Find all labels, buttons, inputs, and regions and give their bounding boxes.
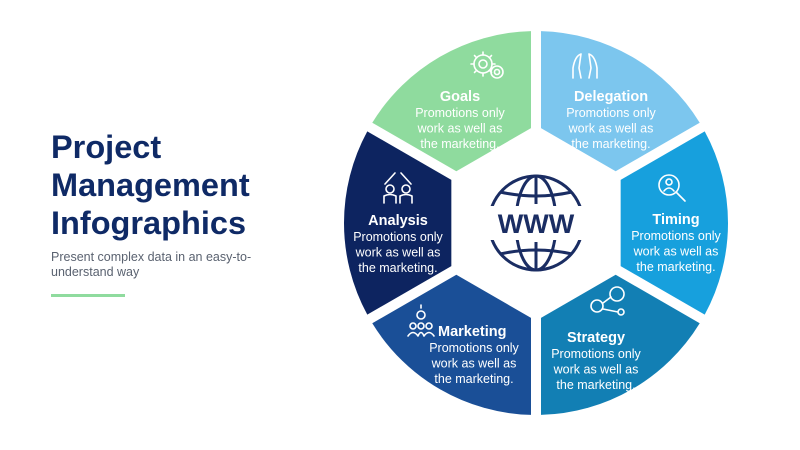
segment-text-analysis: work as well as [355, 246, 441, 260]
segment-title-marketing: Marketing [438, 324, 507, 340]
segment-title-analysis: Analysis [368, 213, 428, 229]
segment-text-marketing: work as well as [431, 357, 517, 371]
segment-text-goals: work as well as [417, 122, 503, 136]
segment-text-analysis: Promotions only [353, 230, 443, 244]
segment-text-strategy: the marketing. [556, 378, 635, 392]
title-line-2: Management [51, 167, 250, 203]
segment-text-timing: Promotions only [631, 229, 721, 243]
segment-shape-timing [620, 131, 728, 315]
segment-text-delegation: the marketing. [571, 137, 650, 151]
network-people-icon [590, 286, 625, 316]
segment-text-delegation: work as well as [568, 122, 654, 136]
page-title: Project Management Infographics [51, 128, 311, 242]
magnifier-person-icon [658, 174, 686, 202]
segment-text-delegation: Promotions only [566, 106, 656, 120]
center-globe: WWW [486, 174, 586, 272]
center-www-label: WWW [498, 209, 575, 239]
segment-text-strategy: Promotions only [551, 347, 641, 361]
segment-text-goals: Promotions only [415, 106, 505, 120]
hands-icon [572, 53, 598, 79]
high-five-icon [383, 172, 413, 204]
segment-text-marketing: the marketing. [434, 372, 513, 386]
gears-icon [470, 51, 504, 79]
segment-title-delegation: Delegation [574, 89, 648, 105]
title-block: Project Management Infographics Present … [51, 128, 311, 280]
team-idea-icon [407, 304, 435, 337]
segment-shape-delegation [540, 31, 700, 172]
segment-shape-analysis [344, 131, 452, 315]
segment-text-strategy: work as well as [553, 363, 639, 377]
segment-shape-marketing [372, 274, 532, 415]
title-line-1: Project [51, 129, 162, 165]
segment-text-timing: the marketing. [636, 260, 715, 274]
page-subtitle: Present complex data in an easy-to-under… [51, 250, 252, 279]
title-line-3: Infographics [51, 205, 247, 241]
segment-text-goals: the marketing. [420, 137, 499, 151]
accent-divider [51, 294, 125, 297]
segment-title-strategy: Strategy [567, 330, 625, 346]
segment-text-analysis: the marketing. [358, 261, 437, 275]
segment-text-timing: work as well as [633, 245, 719, 259]
segment-title-timing: Timing [652, 212, 699, 228]
segment-title-goals: Goals [440, 89, 480, 105]
segment-text-marketing: Promotions only [429, 341, 519, 355]
segment-shape-strategy [540, 274, 700, 415]
